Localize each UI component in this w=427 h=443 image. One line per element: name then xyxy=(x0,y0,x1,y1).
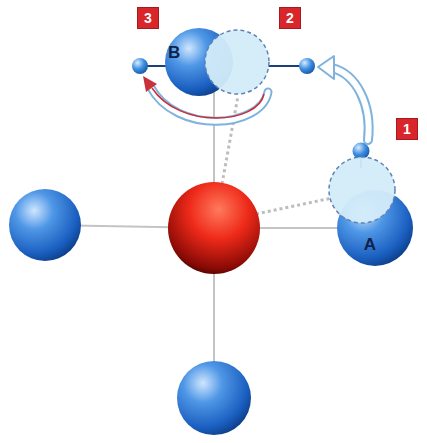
small-sphere xyxy=(299,58,315,74)
ghost-sphere xyxy=(205,30,269,94)
small-sphere xyxy=(132,58,148,74)
dotted-bond xyxy=(222,96,238,184)
blue-sphere xyxy=(177,361,251,435)
dotted-bond xyxy=(256,198,332,214)
bond-lines xyxy=(45,70,375,395)
sphere-shape xyxy=(337,190,413,266)
sphere-shape xyxy=(165,28,233,96)
atom-label: A xyxy=(364,236,376,253)
callout-number: 3 xyxy=(137,7,159,29)
atom-label: B xyxy=(168,44,180,61)
callout-number: 1 xyxy=(396,118,418,140)
atom-sphere-b: B xyxy=(165,28,233,96)
blue-sphere xyxy=(9,189,81,261)
stick-line xyxy=(146,65,168,67)
callout-number: 2 xyxy=(279,7,301,29)
atom-sphere-a: A xyxy=(337,190,413,266)
ghost-sphere xyxy=(329,157,395,223)
stick-line xyxy=(268,65,300,67)
red-sphere xyxy=(168,182,260,274)
hollow-arrow xyxy=(318,56,369,140)
